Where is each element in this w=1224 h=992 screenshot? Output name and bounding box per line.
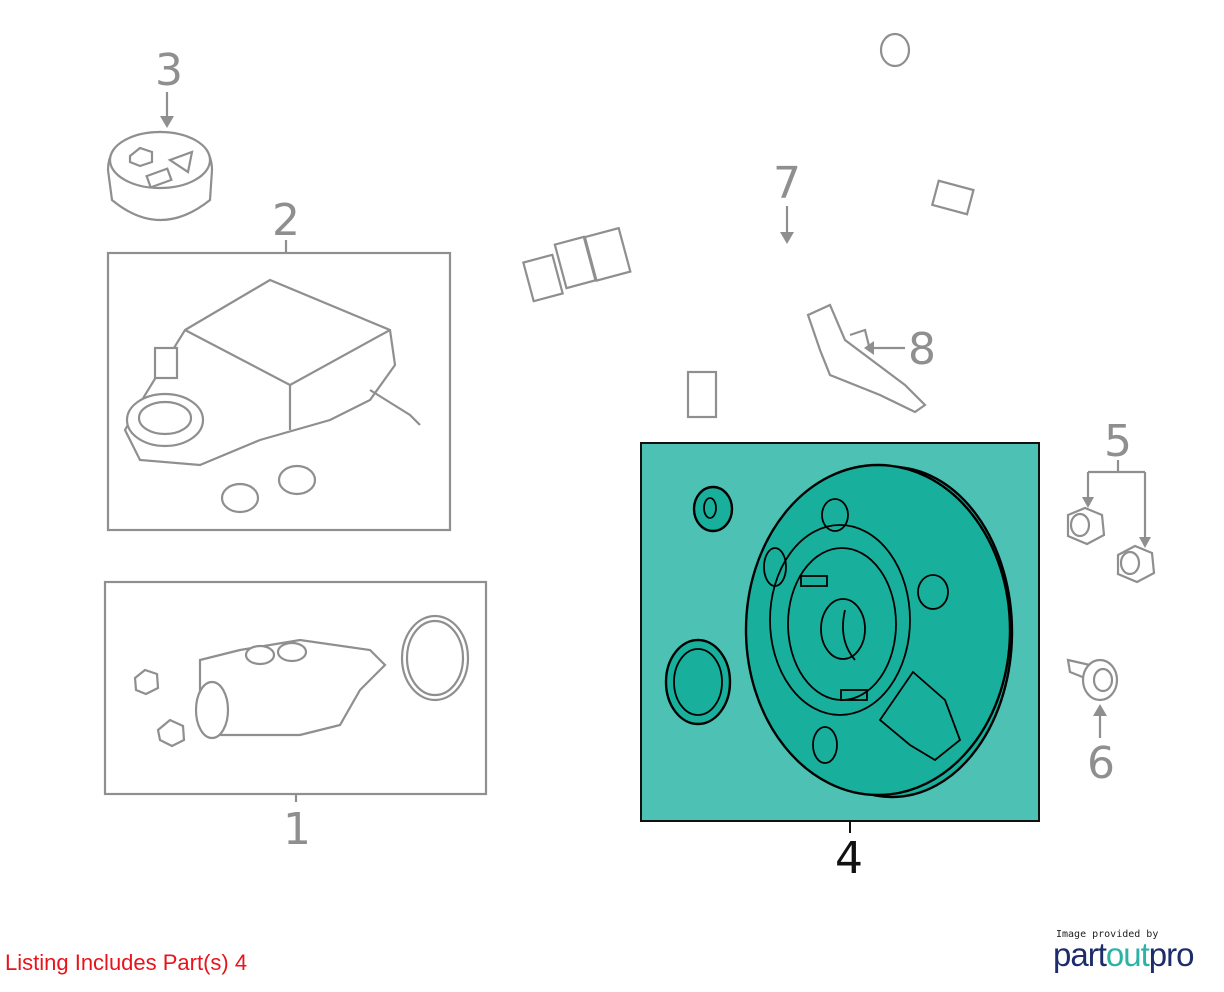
logo-pro: pro [1148,936,1195,973]
callout-7: 7 [773,158,801,209]
logo-part: part [1053,936,1107,973]
part-1-master-cylinder [133,614,470,748]
partoutpro-logo: partoutpro [1053,936,1195,974]
part-7-vacuum-hose[interactable] [502,32,1014,419]
callout-1: 1 [283,804,311,855]
part-8-bracket[interactable] [806,303,927,414]
part-3-reservoir-cap[interactable] [106,92,214,221]
listing-includes-text: Listing Includes Part(s) 4 [5,950,248,975]
part-2-reservoir [123,278,421,514]
callout-8: 8 [908,324,936,375]
callout-4: 4 [835,833,863,884]
part-2-box[interactable] [106,251,452,532]
part-5-nut[interactable] [1116,544,1156,584]
part-5-nut[interactable] [1066,506,1106,546]
part-4-brake-booster[interactable] [664,463,1014,799]
part-6-bolt[interactable] [1066,658,1119,702]
callout-6: 6 [1087,738,1115,789]
callout-2: 2 [272,195,300,246]
callout-5: 5 [1104,416,1132,467]
logo-out: out [1105,936,1150,973]
callout-3: 3 [155,45,183,96]
image-credit-caption: Image provided by [1056,929,1159,940]
